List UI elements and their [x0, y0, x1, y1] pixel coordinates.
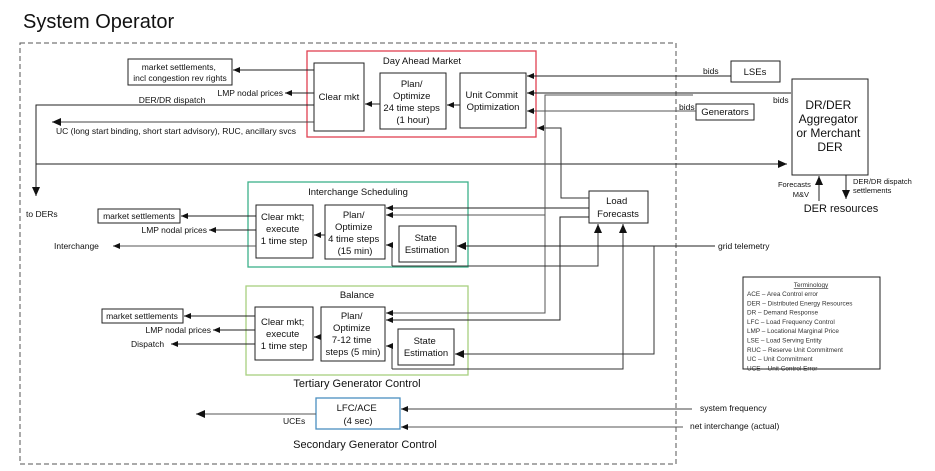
- to-ders-label: to DERs: [26, 209, 58, 219]
- der-dispatch-settlements-label: DER/DR dispatch settlements: [853, 177, 914, 195]
- da-clear-mkt-label: Clear mkt: [319, 92, 360, 103]
- da-market-settlements-box[interactable]: [127, 58, 233, 86]
- day-ahead-market-label: Day Ahead Market: [383, 56, 462, 67]
- aggregator-bids-label: bids: [773, 95, 789, 105]
- bal-clear-mkt-label: Clear mkt; execute 1 time step: [261, 317, 307, 352]
- terminology-box: [742, 276, 881, 370]
- unit-commit-optimization-box[interactable]: [459, 72, 527, 129]
- net-interchange-label: net interchange (actual): [690, 421, 779, 431]
- bal-plan-optimize-label: Plan/ Optimize 7-12 time steps (5 min): [326, 311, 381, 358]
- bal-market-settlements-label: market settlements: [106, 311, 178, 321]
- interchange-output-label: Interchange: [54, 241, 99, 251]
- der-dr-dispatch-label: DER/DR dispatch: [139, 95, 206, 105]
- dispatch-label: Dispatch: [131, 339, 164, 349]
- terminology-item: LMP – Locational Marginal Price: [747, 328, 839, 335]
- is-market-settlements-box[interactable]: [97, 208, 181, 224]
- interchange-scheduling-frame: [247, 181, 469, 268]
- terminology-title: Terminology: [794, 282, 829, 289]
- da-clear-mkt-box[interactable]: [313, 62, 365, 132]
- der-resources-label: DER resources: [804, 203, 879, 215]
- is-plan-optimize-label: Plan/ Optimize 4 time steps (15 min): [328, 210, 382, 257]
- lses-label: LSEs: [744, 67, 767, 78]
- lfc-ace-box[interactable]: [315, 397, 401, 430]
- is-clear-mkt-box[interactable]: [255, 204, 314, 259]
- uces-label: UCEs: [283, 416, 305, 426]
- bal-market-settlements-box[interactable]: [101, 308, 184, 324]
- grid-telemetry-label: grid telemetry: [718, 241, 770, 251]
- is-plan-optimize-box[interactable]: [324, 204, 386, 260]
- da-market-settlements-label: market settlements, incl congestion rev …: [133, 62, 227, 83]
- lses-bids-label: bids: [703, 66, 719, 76]
- is-lmp-label: LMP nodal prices: [141, 225, 207, 235]
- tertiary-generator-control-label: Tertiary Generator Control: [293, 378, 420, 390]
- lses-box[interactable]: [730, 60, 781, 83]
- is-market-settlements-label: market settlements: [103, 211, 175, 221]
- page-title: System Operator: [23, 11, 175, 33]
- der-aggregator-label: DR/DER Aggregator or Merchant DER: [796, 98, 863, 154]
- lfc-ace-label: LFC/ACE (4 sec): [337, 403, 380, 427]
- bal-lmp-label: LMP nodal prices: [145, 325, 211, 335]
- bal-plan-optimize-box[interactable]: [320, 306, 386, 362]
- secondary-generator-control-label: Secondary Generator Control: [293, 439, 437, 451]
- is-clear-mkt-label: Clear mkt; execute 1 time step: [261, 212, 307, 247]
- is-state-estimation-label: State Estimation: [405, 233, 449, 256]
- system-frequency-label: system frequency: [700, 403, 767, 413]
- terminology-item: DR – Demand Response: [747, 310, 818, 317]
- unit-commit-optimization-label: Unit Commit Optimization: [466, 90, 521, 113]
- system-operator-boundary: [19, 42, 677, 465]
- terminology-item: LSE – Load Serving Entity: [747, 338, 822, 345]
- da-plan-optimize-label: Plan/ Optimize 24 time steps (1 hour): [383, 79, 442, 126]
- is-state-estimation-box[interactable]: [398, 225, 457, 263]
- generators-label: Generators: [701, 107, 749, 118]
- forecasts-mv-label: Forecasts M&V: [778, 180, 813, 199]
- da-plan-optimize-box[interactable]: [379, 72, 447, 130]
- uc-ruc-label: UC (long start binding, short start advi…: [56, 126, 296, 136]
- terminology-item: RUC – Reserve Unit Commitment: [747, 347, 843, 354]
- der-aggregator-box[interactable]: [791, 78, 869, 176]
- der-dr-dispatch-arrow: [32, 104, 314, 196]
- terminology-item: LFC – Load Frequency Control: [747, 319, 835, 326]
- terminology-item: UCE – Unit Control Error: [747, 365, 818, 372]
- terminology-item: DER – Distributed Energy Resources: [747, 300, 853, 307]
- bal-state-estimation-label: State Estimation: [404, 336, 448, 359]
- terminology-item: UC – Unit Commitment: [747, 356, 813, 363]
- interchange-scheduling-label: Interchange Scheduling: [308, 187, 408, 198]
- day-ahead-market-frame: [306, 50, 537, 138]
- balance-label: Balance: [340, 290, 374, 301]
- load-forecasts-label: Load Forecasts: [597, 196, 639, 220]
- load-forecasts-box[interactable]: [588, 190, 649, 224]
- da-lmp-label: LMP nodal prices: [217, 88, 283, 98]
- bal-state-estimation-box[interactable]: [397, 328, 455, 366]
- generators-box[interactable]: [695, 103, 755, 121]
- terminology-item: ACE – Area Control error: [747, 291, 819, 298]
- generators-bids-label: bids: [679, 102, 695, 112]
- bal-clear-mkt-box[interactable]: [254, 306, 314, 361]
